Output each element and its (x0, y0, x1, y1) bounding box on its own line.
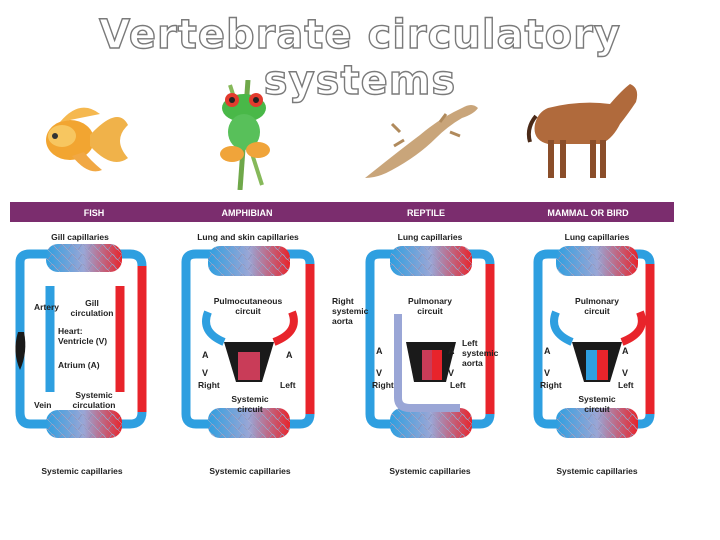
header-reptile: REPTILE (407, 208, 445, 218)
header-amphibian: AMPHIBIAN (222, 208, 273, 218)
reptile-circuit-label: circuit (417, 306, 443, 316)
reptile-ventricle-right: V (448, 368, 454, 378)
header-bar (10, 202, 674, 222)
fish-atrium-label: Atrium (A) (58, 360, 100, 370)
reptile-left-aorta-label-3: aorta (462, 358, 483, 368)
amphibian-atrium-left: A (202, 350, 209, 360)
amphibian-diagram: Lung and skin capillaries Pulmocutaneous… (181, 232, 315, 476)
reptile-right-aorta-label-2: systemic (332, 306, 369, 316)
reptile-left-label: Left (450, 380, 466, 390)
fish-bottom-label: Systemic capillaries (41, 466, 123, 476)
fish-artery-label: Artery (34, 302, 59, 312)
mammal-systemic-label: Systemic (578, 394, 616, 404)
amphibian-ventricle: V (202, 368, 208, 378)
mammal-atrium-right: A (622, 346, 629, 356)
mammal-diagram: Lung capillaries Pulmonary circuit A A V… (533, 232, 655, 476)
frog-icon (220, 80, 270, 190)
fish-vein-label: Vein (34, 400, 51, 410)
fish-top-label: Gill capillaries (51, 232, 109, 242)
amphibian-pulmocutaneous-label: Pulmocutaneous (214, 296, 283, 306)
mammal-circuit-label: circuit (584, 306, 610, 316)
amphibian-circuit-label: circuit (235, 306, 261, 316)
reptile-left-aorta-label-2: systemic (462, 348, 499, 358)
page-title: Vertebrate circulatory systems (98, 11, 621, 104)
fish-diagram: Gill capillaries Artery Gill circulation… (15, 232, 147, 476)
mammal-right-label: Right (540, 380, 562, 390)
right-systemic-aorta (394, 314, 460, 412)
lizard-icon (365, 105, 478, 178)
mammal-ventricle-left: V (544, 368, 550, 378)
circulatory-diagram: FISH AMPHIBIAN REPTILE MAMMAL OR BIRD Gi… (10, 202, 674, 476)
mammal-bottom-label: Systemic capillaries (556, 466, 638, 476)
reptile-right-aorta-label-3: aorta (332, 316, 353, 326)
header-mammal: MAMMAL OR BIRD (547, 208, 629, 218)
amphibian-left-label: Left (280, 380, 296, 390)
mammal-pulmonary-label: Pulmonary (575, 296, 619, 306)
reptile-right-aorta-label-1: Right (332, 296, 354, 306)
fish-systemic-circulation-label: circulation (73, 400, 116, 410)
reptile-diagram: Lung capillaries Pulmonary circuit Right… (332, 232, 499, 476)
reptile-atrium-right: A (448, 346, 455, 356)
reptile-right-label: Right (372, 380, 394, 390)
header-fish: FISH (84, 208, 105, 218)
amphibian-systemic-label: Systemic (231, 394, 269, 404)
mammal-systemic-circuit-label: circuit (584, 404, 610, 414)
amphibian-systemic-circuit-label: circuit (237, 404, 263, 414)
fish-ventricle-label: Ventricle (V) (58, 336, 107, 346)
goldfish-icon (46, 107, 128, 172)
fish-heart (15, 332, 26, 370)
mammal-ventricle-right: V (622, 368, 628, 378)
reptile-pulmonary-label: Pulmonary (408, 296, 452, 306)
fish-gill-label: Gill (85, 298, 99, 308)
reptile-atrium-left: A (376, 346, 383, 356)
amphibian-bottom-label: Systemic capillaries (209, 466, 291, 476)
reptile-ventricle-left: V (376, 368, 382, 378)
mammal-top-label: Lung capillaries (565, 232, 630, 242)
amphibian-atrium-right: A (286, 350, 293, 360)
amphibian-top-label: Lung and skin capillaries (197, 232, 299, 242)
fish-systemic-label: Systemic (75, 390, 113, 400)
animal-illustrations (46, 80, 638, 190)
mammal-left-label: Left (618, 380, 634, 390)
reptile-left-aorta-label-1: Left (462, 338, 478, 348)
reptile-top-label: Lung capillaries (398, 232, 463, 242)
mammal-atrium-left: A (544, 346, 551, 356)
amphibian-right-label: Right (198, 380, 220, 390)
horse-icon (526, 84, 638, 178)
reptile-bottom-label: Systemic capillaries (389, 466, 471, 476)
fish-circulation-label: circulation (71, 308, 114, 318)
fish-heart-label: Heart: (58, 326, 83, 336)
